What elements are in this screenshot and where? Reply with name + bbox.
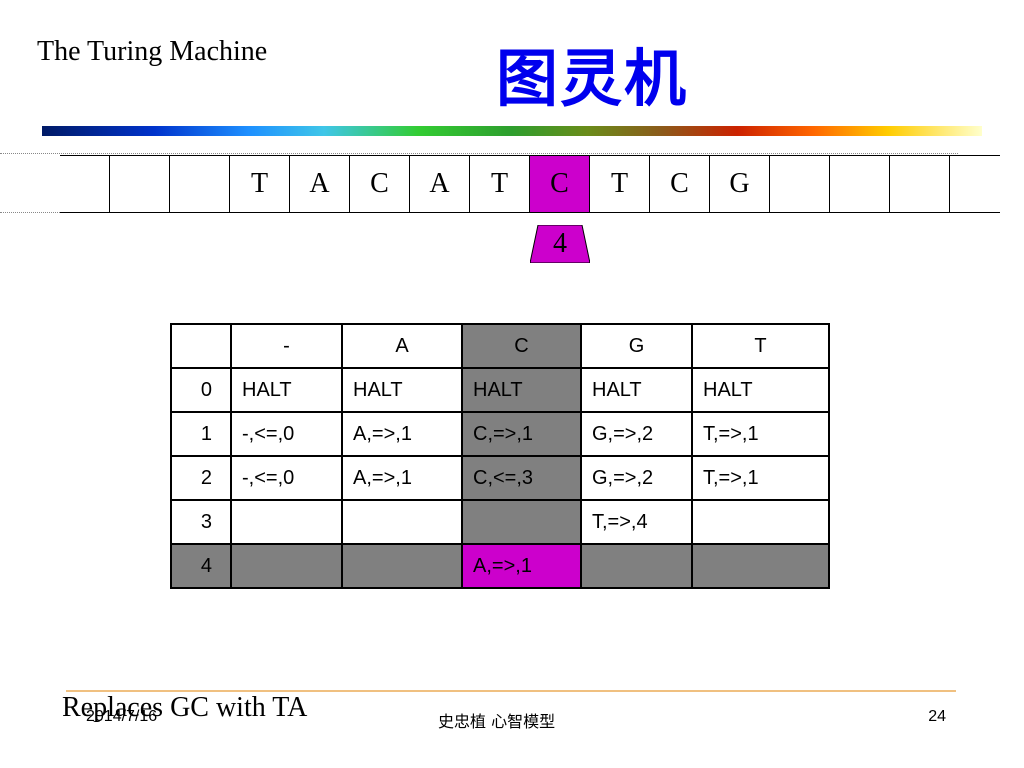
table-cell: HALT [341, 367, 463, 413]
table-cell: HALT [691, 367, 830, 413]
decorative-gradient-bar [42, 126, 982, 136]
tape-cell: A [290, 156, 350, 212]
table-row-highlighted: 4 A,=>,1 [170, 543, 830, 589]
footer-divider [66, 690, 956, 692]
table-header-cell: - [230, 323, 343, 369]
table-cell [691, 499, 830, 545]
tape-cell: T [230, 156, 290, 212]
table-header-cell: G [580, 323, 693, 369]
page-number: 24 [928, 708, 946, 725]
tape-cell: G [710, 156, 770, 212]
transition-table: - A C G T 0 HALT HALT HALT HALT HALT 1 -… [170, 323, 830, 589]
tape-head-state: 4 [553, 228, 567, 259]
table-cell-state: 2 [170, 455, 232, 501]
table-row: 2 -,<=,0 A,=>,1 C,<=,3 G,=>,2 T,=>,1 [170, 455, 830, 501]
table-header-cell: T [691, 323, 830, 369]
tape-dotted-edge-top [0, 153, 958, 154]
tape-cell-head: C [530, 156, 590, 212]
slide-title: The Turing Machine [37, 36, 268, 67]
table-cell-active-rule: A,=>,1 [461, 543, 582, 589]
turing-tape: T A C A T C T C G [60, 155, 1000, 213]
slide-caption: Replaces GC with TA [62, 692, 308, 723]
table-header-row: - A C G T [170, 323, 830, 369]
table-header-cell: C [461, 323, 582, 369]
table-cell [461, 499, 582, 545]
table-cell: A,=>,1 [341, 455, 463, 501]
table-cell [341, 499, 463, 545]
table-cell: A,=>,1 [341, 411, 463, 457]
table-cell: -,<=,0 [230, 411, 343, 457]
table-cell: C,<=,3 [461, 455, 582, 501]
tape-cell [830, 156, 890, 212]
footer-author: 史忠植 心智模型 [438, 712, 556, 731]
tape-cell [170, 156, 230, 212]
table-cell: HALT [230, 367, 343, 413]
table-cell: HALT [461, 367, 582, 413]
slide-title-chinese: 图灵机 [496, 42, 689, 115]
table-cell [230, 543, 343, 589]
table-cell: T,=>,1 [691, 411, 830, 457]
table-cell [580, 543, 693, 589]
table-cell: G,=>,2 [580, 455, 693, 501]
table-cell: -,<=,0 [230, 455, 343, 501]
table-cell-state: 0 [170, 367, 232, 413]
table-cell-state: 3 [170, 499, 232, 545]
table-cell: HALT [580, 367, 693, 413]
tape-cell [110, 156, 170, 212]
tape-cell [890, 156, 950, 212]
table-cell: T,=>,1 [691, 455, 830, 501]
table-cell [341, 543, 463, 589]
tape-cell: C [350, 156, 410, 212]
table-header-cell [170, 323, 232, 369]
tape-cell [770, 156, 830, 212]
table-cell: G,=>,2 [580, 411, 693, 457]
table-cell-state: 4 [170, 543, 232, 589]
table-row: 1 -,<=,0 A,=>,1 C,=>,1 G,=>,2 T,=>,1 [170, 411, 830, 457]
table-cell: C,=>,1 [461, 411, 582, 457]
table-cell: T,=>,4 [580, 499, 693, 545]
table-row: 0 HALT HALT HALT HALT HALT [170, 367, 830, 413]
tape-cell [950, 156, 1000, 212]
tape-cell: A [410, 156, 470, 212]
table-row: 3 T,=>,4 [170, 499, 830, 545]
table-header-cell: A [341, 323, 463, 369]
tape-head-shape [530, 225, 590, 263]
table-cell [230, 499, 343, 545]
tape-cell: C [650, 156, 710, 212]
tape-cell [60, 156, 110, 212]
table-cell-state: 1 [170, 411, 232, 457]
tape-cell: T [590, 156, 650, 212]
tape-head-indicator: 4 [530, 225, 590, 263]
tape-cell: T [470, 156, 530, 212]
table-cell [691, 543, 830, 589]
footer-date: 2014/7/16 [86, 708, 158, 725]
